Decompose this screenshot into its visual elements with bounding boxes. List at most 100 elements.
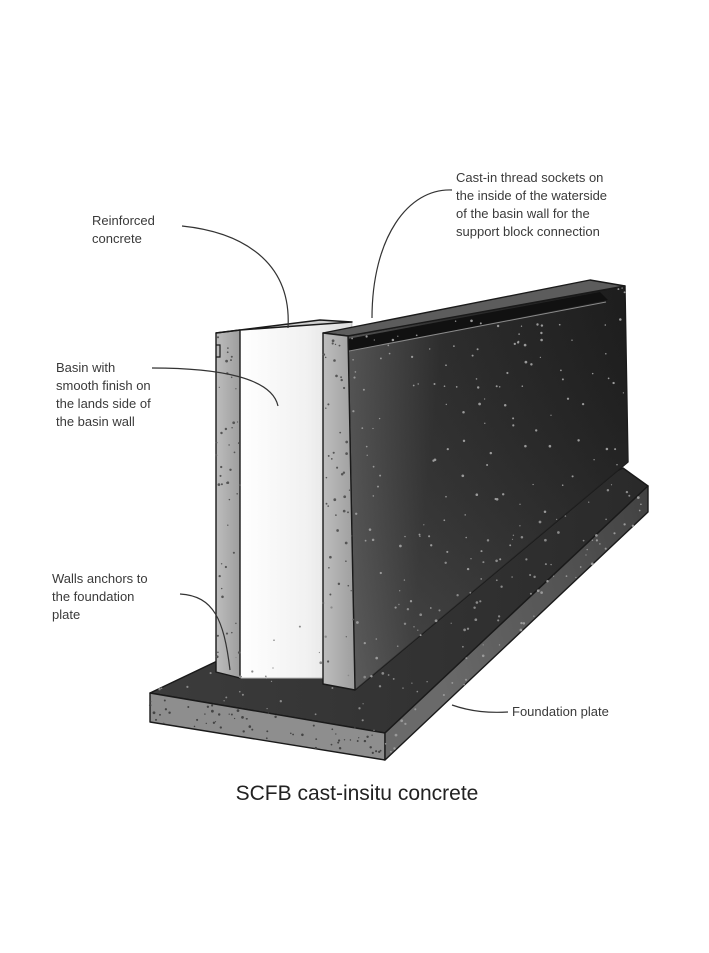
speckle-dot <box>593 459 595 461</box>
speckle-dot <box>585 554 587 556</box>
speckle-dot <box>433 458 437 462</box>
speckle-dot <box>455 386 458 388</box>
speckle-dot <box>489 451 493 455</box>
speckle-dot <box>513 342 516 346</box>
speckle-dot <box>419 535 421 538</box>
speckle-dot <box>524 360 528 364</box>
label-line: support block connection <box>456 224 600 239</box>
speckle-dot <box>518 333 520 335</box>
speckle-dot <box>235 388 237 390</box>
speckle-dot <box>557 531 560 534</box>
speckle-dot <box>417 383 419 385</box>
speckle-dot <box>535 429 538 432</box>
speckle-dot <box>415 334 418 337</box>
speckle-dot <box>606 488 610 492</box>
speckle-dot <box>388 352 391 355</box>
speckle-dot <box>206 705 210 708</box>
speckle-dot <box>372 495 375 497</box>
speckle-dot <box>230 359 232 362</box>
speckle-dot <box>187 706 190 708</box>
speckle-dot <box>362 703 364 705</box>
speckle-dot <box>350 535 353 537</box>
speckle-dot <box>331 342 334 345</box>
speckle-dot <box>442 693 445 697</box>
speckle-dot <box>266 707 268 710</box>
speckle-dot <box>599 543 601 545</box>
speckle-dot <box>575 576 577 579</box>
speckle-dot <box>519 503 521 505</box>
speckle-dot <box>476 348 479 351</box>
speckle-dot <box>345 636 347 638</box>
speckle-dot <box>330 606 333 609</box>
speckle-dot <box>331 339 335 343</box>
speckle-dot <box>325 476 328 479</box>
leader-thread-sockets <box>371 189 453 319</box>
speckle-dot <box>533 615 535 617</box>
speckle-dot <box>446 550 449 553</box>
speckle-dot <box>522 622 526 625</box>
speckle-dot <box>358 737 360 739</box>
speckle-dot <box>495 497 499 501</box>
speckle-dot <box>375 750 378 753</box>
speckle-dot <box>433 382 436 386</box>
speckle-dot <box>393 747 396 750</box>
speckle-dot <box>381 672 385 675</box>
speckle-dot <box>232 421 236 425</box>
speckle-dot <box>325 502 328 505</box>
speckle-dot <box>498 644 501 646</box>
speckle-dot <box>219 474 222 477</box>
speckle-dot <box>475 493 479 497</box>
leader-lines <box>151 189 509 713</box>
speckle-dot <box>347 511 349 514</box>
speckle-dot <box>622 392 625 394</box>
speckle-dot <box>273 639 275 641</box>
speckle-dot <box>353 376 356 379</box>
speckle-dot <box>361 719 364 722</box>
speckle-dot <box>387 344 390 347</box>
speckle-dot <box>216 634 219 637</box>
speckle-dot <box>220 465 223 469</box>
speckle-dot <box>354 371 357 373</box>
speckle-dot <box>512 417 515 420</box>
speckle-dot <box>529 592 532 595</box>
speckle-dot <box>412 384 415 387</box>
speckle-dot <box>605 353 607 355</box>
speckle-dot <box>331 687 334 689</box>
speckle-dot <box>223 700 225 702</box>
speckle-dot <box>414 708 417 711</box>
speckle-dot <box>591 372 594 375</box>
speckle-dot <box>616 463 618 466</box>
speckle-dot <box>339 431 342 434</box>
speckle-dot <box>548 444 552 448</box>
speckle-dot <box>456 594 459 597</box>
speckle-dot <box>329 593 332 596</box>
speckle-dot <box>343 739 346 741</box>
speckle-dot <box>581 402 585 406</box>
speckle-dot <box>363 739 367 743</box>
speckle-dot <box>550 563 552 566</box>
speckle-dot <box>324 635 327 638</box>
speckle-dot <box>331 728 334 731</box>
label-line: the inside of the waterside <box>456 188 607 203</box>
speckle-dot <box>209 672 212 675</box>
speckle-dot <box>196 718 199 721</box>
speckle-dot <box>464 678 468 681</box>
speckle-dot <box>469 591 472 594</box>
speckle-dot <box>540 324 544 327</box>
speckle-dot <box>604 547 607 550</box>
speckle-dot <box>240 675 243 678</box>
speckle-dot <box>343 495 347 499</box>
leader-wall-anchors <box>179 593 231 671</box>
speckle-dot <box>224 565 228 569</box>
speckle-dot <box>540 591 543 594</box>
speckle-dot <box>334 343 337 346</box>
leader-reinforced-concrete <box>181 225 289 329</box>
label-line: Walls anchors to <box>52 571 148 586</box>
speckle-dot <box>224 427 228 431</box>
speckle-dot <box>544 538 547 542</box>
speckle-dot <box>230 376 233 379</box>
speckle-dot <box>370 675 373 678</box>
speckle-dot <box>340 376 343 379</box>
speckle-dot <box>265 677 268 680</box>
speckle-dot <box>325 407 327 409</box>
